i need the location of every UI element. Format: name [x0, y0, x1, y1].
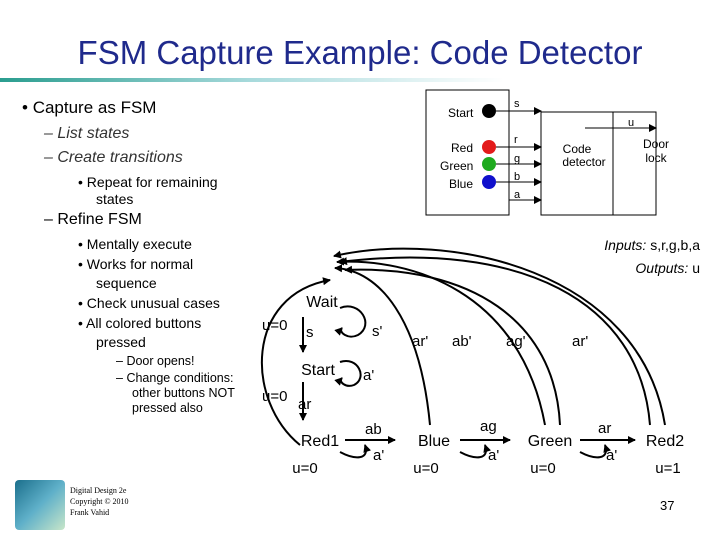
start-button[interactable]: [482, 104, 496, 118]
bullet-colored-buttons: • All colored buttons: [78, 315, 202, 331]
green-button[interactable]: [482, 157, 496, 171]
start-label: Start: [448, 106, 474, 120]
inputs-label: Inputs: s,r,g,b,a: [604, 237, 700, 253]
wait-self-loop: [334, 305, 367, 338]
title-divider: [0, 78, 720, 82]
transition-label-blue-self: a': [488, 447, 499, 464]
bullet-text: List states: [57, 125, 130, 142]
bullet-text: Change conditions:: [126, 371, 234, 385]
bullet-repeat: • Repeat for remaining: [78, 174, 218, 190]
transition-label-ag: ag: [480, 418, 497, 435]
transition-label-ab: ab: [365, 421, 382, 438]
page-title: FSM Capture Example: Code Detector: [77, 34, 643, 71]
door-label-line2: lock: [645, 151, 667, 165]
bullet-unusual-cases: • Check unusual cases: [78, 295, 220, 311]
blue-output: u=0: [413, 460, 438, 477]
state-red2: Red2: [646, 433, 684, 450]
red2-to-wait-arrow: [333, 247, 666, 426]
bullet-capture-fsm: • Capture as FSM: [22, 98, 157, 117]
bullet-text: Mentally execute: [86, 236, 192, 252]
credits-line: Copyright © 2010: [70, 497, 129, 506]
bullet-mentally-execute: • Mentally execute: [78, 236, 192, 252]
bullet-change-conditions-cont2: pressed also: [132, 401, 203, 415]
detector-label-line1: Code: [563, 142, 592, 156]
red-button[interactable]: [482, 140, 496, 154]
bullet-normal-sequence-cont: sequence: [96, 275, 157, 291]
transition-label-back-ag: ag': [506, 333, 526, 350]
transition-label-back-ab: ab': [452, 333, 472, 350]
transition-label-s: s: [306, 324, 314, 341]
page-number: 37: [660, 498, 675, 513]
bullet-text: Door opens!: [126, 354, 195, 368]
credits-line: Digital Design 2e: [70, 486, 127, 495]
green-self-loop: [579, 444, 612, 459]
green-label: Green: [440, 159, 473, 173]
bullet-text: Check unusual cases: [86, 295, 220, 311]
bullet-refine-fsm: – Refine FSM: [44, 211, 142, 228]
green-to-wait-arrow-b: [344, 265, 561, 426]
red2-to-wait-arrow-b: [339, 256, 651, 426]
bullet-change-conditions-cont: other buttons NOT: [132, 386, 235, 400]
transition-label-green-self: a': [606, 447, 617, 464]
transition-label-ar: ar: [298, 396, 311, 413]
bullet-text: Create transitions: [57, 149, 183, 166]
blue-button[interactable]: [482, 175, 496, 189]
bullet-repeat-cont: states: [96, 191, 134, 207]
outputs-label: Outputs: u: [635, 260, 700, 276]
red1-output: u=0: [292, 460, 317, 477]
green-to-wait-arrow: [336, 257, 546, 426]
button-panel-box: [425, 89, 510, 216]
bullet-list-states: – List states: [44, 125, 130, 142]
transition-label-back-ar2: ar': [572, 333, 588, 350]
start-self-loop: [334, 359, 362, 387]
state-blue: Blue: [418, 433, 450, 450]
bullet-door-opens: – Door opens!: [116, 354, 195, 368]
signal-g-label: g: [514, 153, 520, 165]
book-logo: [15, 480, 65, 530]
signal-a-label: a: [514, 189, 521, 201]
start-output: u=0: [262, 388, 287, 405]
bullet-normal-sequence: • Works for normal: [78, 256, 194, 272]
credits-line: Frank Vahid: [70, 508, 110, 517]
transition-label-start-self: a': [363, 367, 374, 384]
state-red1: Red1: [301, 433, 339, 450]
bullet-text: Capture as FSM: [32, 98, 157, 117]
signal-b-label: b: [514, 171, 520, 183]
bullet-create-transitions: – Create transitions: [44, 149, 183, 166]
bullet-text: Refine FSM: [57, 211, 142, 228]
credits: Digital Design 2e Copyright © 2010 Frank…: [70, 485, 129, 518]
transition-label-back-ar: ar': [412, 333, 428, 350]
detector-label-line2: detector: [562, 155, 605, 169]
bullet-text: Works for normal: [86, 256, 194, 272]
state-wait: Wait: [306, 294, 338, 311]
transition-label-wait-self: s': [372, 323, 383, 340]
wait-output: u=0: [262, 317, 287, 334]
red1-to-wait-arrow: [261, 277, 331, 446]
red-label: Red: [451, 141, 473, 155]
red2-output: u=1: [655, 460, 680, 477]
signal-r-label: r: [514, 134, 518, 146]
state-start: Start: [301, 362, 335, 379]
bullet-text: All colored buttons: [86, 315, 202, 331]
transition-label-red1-self: a': [373, 447, 384, 464]
bullet-colored-buttons-cont: pressed: [96, 334, 146, 350]
signal-s-label: s: [514, 98, 520, 110]
transition-label-ar-green: ar: [598, 420, 611, 437]
blue-label: Blue: [449, 177, 473, 191]
state-green: Green: [528, 433, 572, 450]
bullet-text: Repeat for remaining: [86, 174, 218, 190]
bullet-change-conditions: – Change conditions:: [116, 371, 234, 385]
green-output: u=0: [530, 460, 555, 477]
blue-self-loop: [459, 444, 492, 459]
door-label-line1: Door: [643, 137, 669, 151]
red1-self-loop: [339, 444, 372, 459]
signal-u-label: u: [628, 117, 634, 129]
